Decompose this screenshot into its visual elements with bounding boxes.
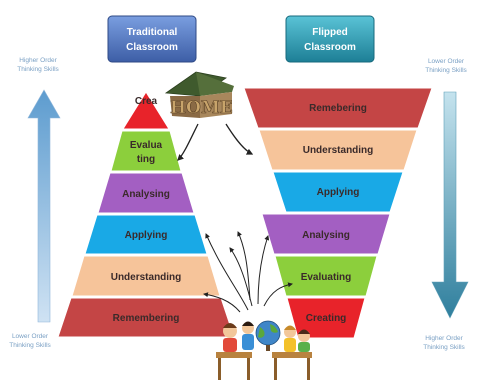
traditional-pyramid: Remembering Understanding Applying Analy… [57, 91, 235, 338]
flip-label-applying: Applying [317, 187, 360, 198]
header-flipped-line1: Flipped [312, 27, 348, 38]
flip-level-evaluating [274, 255, 378, 297]
trad-label-remembering: Remembering [113, 313, 180, 324]
flip-level-creating [286, 297, 366, 339]
trad-level-remembering [57, 297, 235, 338]
trad-label-applying: Applying [125, 230, 168, 241]
flip-level-analysing [261, 213, 391, 255]
right-top-label-1: Lower Order [428, 58, 465, 65]
left-bottom-label-2: Thinking Skills [9, 342, 51, 349]
flip-level-applying [272, 171, 404, 213]
left-bottom-label-1: Lower Order [12, 333, 49, 340]
trad-level-creating [122, 91, 170, 130]
trad-label-analysing: Analysing [122, 189, 170, 200]
flip-level-understanding [258, 129, 418, 171]
left-top-label-2: Thinking Skills [17, 66, 59, 73]
higher-order-up-arrow [27, 89, 61, 323]
flip-label-creating: Creating [306, 313, 347, 324]
right-bottom-label-1: Higher Order [425, 335, 463, 342]
trad-label-understanding: Understanding [111, 272, 182, 283]
header-traditional: Traditional Classroom [107, 15, 197, 63]
trad-level-evaluating [110, 130, 182, 172]
students-with-globe-icon [216, 320, 312, 380]
trad-label-creating: Crea [135, 96, 158, 107]
home-arrows [177, 123, 254, 161]
header-flipped: Flipped Classroom [285, 15, 375, 63]
header-flipped-line2: Classroom [304, 42, 356, 53]
flip-label-remembering: Remebering [309, 103, 367, 114]
flipped-pyramid: Remebering Understanding Applying Analys… [243, 87, 433, 339]
house-icon: HOME [164, 71, 234, 118]
trad-level-understanding [71, 255, 221, 297]
left-top-label-1: Higher Order [19, 57, 57, 64]
right-top-label-2: Thinking Skills [425, 67, 467, 74]
flip-label-analysing: Analysing [302, 230, 350, 241]
home-sign: HOME [170, 98, 233, 118]
flip-label-evaluating: Evaluating [301, 272, 352, 283]
trad-label-evaluating-2: ting [137, 154, 155, 165]
trad-label-evaluating: Evalua [130, 140, 163, 151]
flip-label-understanding: Understanding [303, 145, 374, 156]
higher-order-down-arrow [431, 91, 469, 319]
student-arrows [203, 231, 293, 313]
header-traditional-line1: Traditional [127, 27, 178, 38]
right-bottom-label-2: Thinking Skills [423, 344, 465, 351]
trad-level-applying [84, 214, 208, 255]
header-traditional-line2: Classroom [126, 42, 178, 53]
trad-level-analysing [97, 172, 195, 214]
flip-level-remembering [243, 87, 433, 129]
